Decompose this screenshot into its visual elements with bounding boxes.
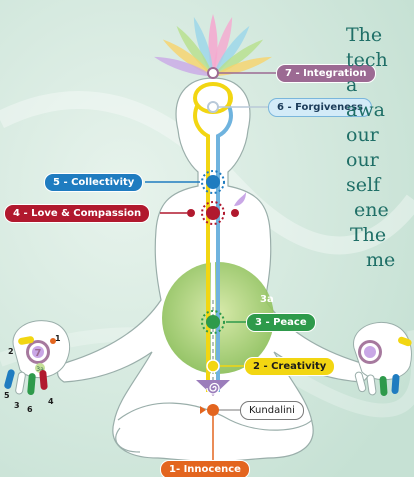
kundalini-label: Kundalini [240,401,304,420]
side-text-line: The [346,23,382,48]
side-text-line: tech [346,48,388,73]
finger-number: 2 [8,347,14,356]
side-text-line: our [346,148,379,173]
void-label: 3a [260,294,274,305]
chakra-label-2: 2 - Creativity [244,357,335,376]
chakra-label-4: 4 - Love & Compassion [4,204,150,223]
finger-number: 4 [48,397,54,406]
left-hand-center-label: 7 [35,348,42,359]
side-text-line: me [366,248,395,273]
chakra-label-1: 1- Innocence [160,460,250,477]
side-text-line: The [350,223,386,248]
finger-number: 5 [4,391,10,400]
side-text-line: a [346,73,357,98]
side-text-line: our [346,123,379,148]
side-text-line: awa [346,98,385,123]
side-text-line: self [346,173,380,198]
finger-number: 6 [27,405,33,414]
finger-number: 3 [14,401,20,410]
chakra-label-3: 3 - Peace [246,313,316,332]
chakra-label-5: 5 - Collectivity [44,173,143,192]
finger-number: 1 [55,334,61,343]
side-text-line: ene [354,198,389,223]
